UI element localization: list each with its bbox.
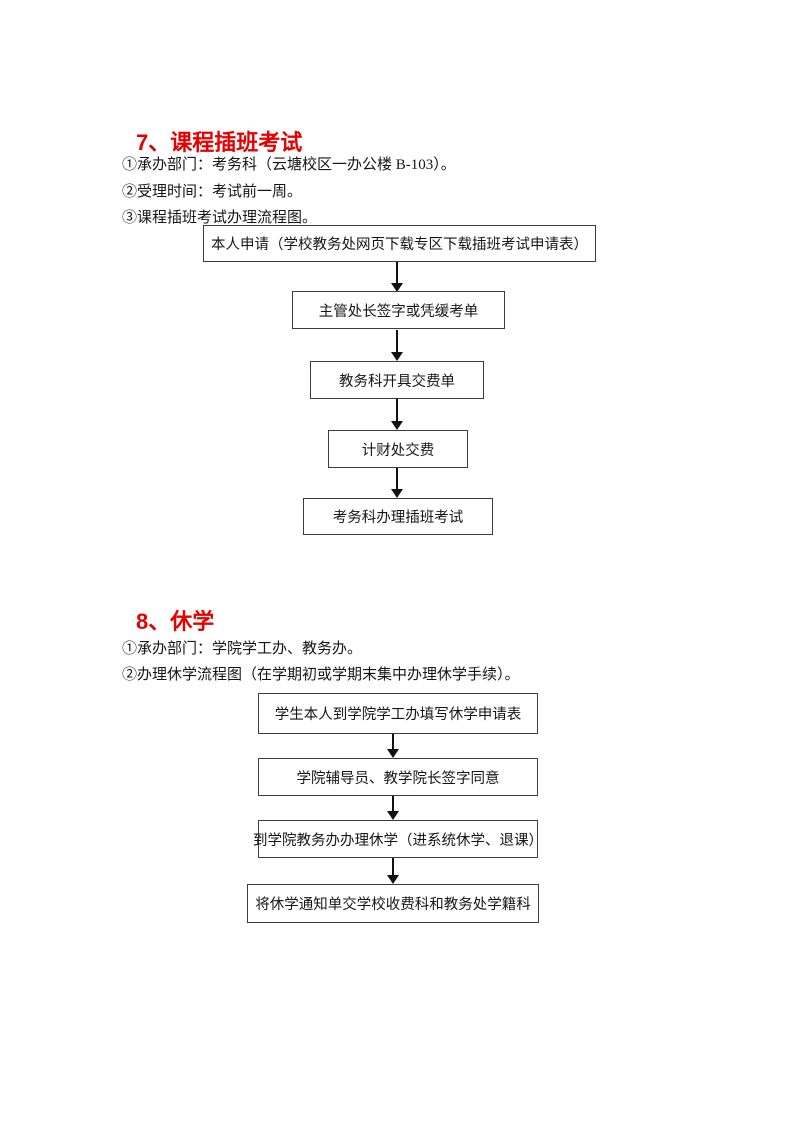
flowchart-1-step-3: 教务科开具交费单 — [310, 361, 484, 399]
section-7-item-time: ②受理时间：考试前一周。 — [122, 184, 303, 200]
flowchart-2-step-4: 将休学通知单交学校收费科和教务处学籍科 — [247, 884, 539, 923]
flowchart-2-step-3: 到学院教务办办理休学（进系统休学、退课） — [253, 820, 543, 858]
section-7-heading: 7、课程插班考试 — [136, 130, 303, 156]
arrow-down-icon — [392, 734, 394, 749]
section-8-item-department: ①承办部门：学院学工办、教务办。 — [122, 641, 363, 657]
section-7-item-department: ①承办部门：考务科（云塘校区一办公楼 B-103）。 — [122, 157, 456, 173]
flowchart-1-step-5: 考务科办理插班考试 — [303, 498, 493, 535]
arrow-down-icon — [396, 330, 398, 352]
arrow-down-icon — [392, 796, 394, 811]
arrow-down-icon — [392, 858, 394, 875]
flowchart-1-step-4: 计财处交费 — [328, 430, 468, 468]
section-7-item-flowchart-caption: ③课程插班考试办理流程图。 — [122, 210, 318, 226]
flowchart-1-step-2: 主管处长签字或凭缓考单 — [292, 291, 505, 329]
arrow-down-icon — [396, 468, 398, 489]
section-8-item-flowchart-caption: ②办理休学流程图（在学期初或学期末集中办理休学手续）。 — [122, 667, 520, 683]
flowchart-1-step-1: 本人申请（学校教务处网页下载专区下载插班考试申请表） — [203, 225, 596, 262]
flowchart-2-step-2: 学院辅导员、教学院长签字同意 — [258, 758, 538, 796]
arrow-down-icon — [396, 262, 398, 283]
flowchart-2-step-1: 学生本人到学院学工办填写休学申请表 — [258, 693, 538, 734]
arrow-down-icon — [396, 399, 398, 421]
section-8-heading: 8、休学 — [136, 609, 215, 635]
